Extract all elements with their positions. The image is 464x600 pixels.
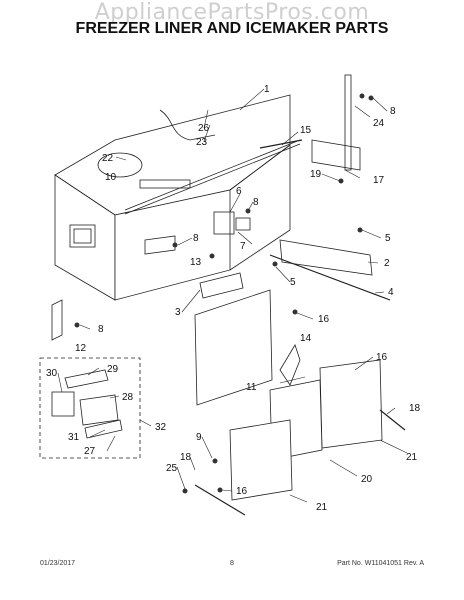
watermark: AppliancePartsPros.com <box>94 0 370 25</box>
callout-26: 26 <box>198 123 210 134</box>
callout-labels: 1 2 3 4 5 5 6 7 8 8 8 8 9 10 11 12 13 14… <box>46 84 421 513</box>
callout-4: 4 <box>388 287 394 298</box>
panel-21-lower-drawing <box>229 419 293 501</box>
panel-14-drawing <box>194 289 273 406</box>
callout-14: 14 <box>300 333 312 344</box>
callout-5-lower: 5 <box>290 277 296 288</box>
component-7-drawing <box>235 217 251 231</box>
callout-8-mid: 8 <box>253 197 259 208</box>
callout-21-upper: 21 <box>406 452 418 463</box>
callout-10: 10 <box>105 172 117 183</box>
bracket-12-drawing <box>51 299 63 341</box>
panel-21-upper-drawing <box>319 359 383 449</box>
callout-30: 30 <box>46 368 58 379</box>
callout-22: 22 <box>102 153 114 164</box>
callout-8-left: 8 <box>98 324 104 335</box>
leader-lines <box>57 88 408 503</box>
callout-18-upper: 18 <box>409 403 421 414</box>
bracket-17-drawing <box>311 139 361 171</box>
callout-16-lower: 16 <box>236 486 248 497</box>
component-6-drawing <box>213 211 235 235</box>
footer-part-number: Part No. W11041051 Rev. A <box>337 560 424 567</box>
icemaker-28-drawing <box>79 394 119 426</box>
footer-date: 01/23/2017 <box>40 560 76 567</box>
rail-15-drawing <box>259 139 303 149</box>
callout-18-lower: 18 <box>180 452 192 463</box>
callout-19: 19 <box>310 169 322 180</box>
callout-29: 29 <box>107 364 119 375</box>
callout-25: 25 <box>166 463 178 474</box>
callout-17: 17 <box>373 175 385 186</box>
icemaker-kit-box <box>39 357 141 459</box>
icemaker-30-drawing <box>51 391 75 417</box>
callout-31: 31 <box>68 432 80 443</box>
callout-9: 9 <box>196 432 202 443</box>
callout-21-lower: 21 <box>316 502 328 513</box>
callout-16-upper: 16 <box>318 314 330 325</box>
callout-28: 28 <box>122 392 134 403</box>
callout-20: 20 <box>361 474 373 485</box>
callout-6: 6 <box>236 186 242 197</box>
callout-3: 3 <box>175 307 181 318</box>
bracket-13-drawing <box>144 235 176 255</box>
callout-12: 12 <box>75 343 87 354</box>
callout-23: 23 <box>196 137 208 148</box>
footer-page-number: 8 <box>230 560 234 567</box>
freezer-liner-drawing <box>54 94 301 301</box>
bracket-24-drawing <box>344 74 352 171</box>
callout-2: 2 <box>384 258 390 269</box>
callout-15: 15 <box>300 125 312 136</box>
rail-18-lower-drawing <box>194 484 246 516</box>
rail-4-drawing <box>269 254 391 301</box>
callout-24: 24 <box>373 118 385 129</box>
callout-11: 11 <box>246 382 257 393</box>
callout-32: 32 <box>155 422 167 433</box>
callout-5-upper: 5 <box>385 233 391 244</box>
part-11-drawing <box>279 344 301 386</box>
icemaker-27-drawing <box>84 419 123 439</box>
callout-16-mid: 16 <box>376 352 388 363</box>
bracket-2-drawing <box>279 239 373 276</box>
page-title: FREEZER LINER AND ICEMAKER PARTS <box>75 20 389 37</box>
rail-18-upper-drawing <box>379 409 406 431</box>
part-3-drawing <box>199 272 244 299</box>
callout-1: 1 <box>264 84 270 95</box>
callout-8-top: 8 <box>390 106 396 117</box>
callout-7: 7 <box>240 241 246 252</box>
callout-27: 27 <box>84 446 96 457</box>
icemaker-29-drawing <box>64 369 109 389</box>
callout-8-bracket: 8 <box>193 233 199 244</box>
callout-13: 13 <box>190 257 202 268</box>
